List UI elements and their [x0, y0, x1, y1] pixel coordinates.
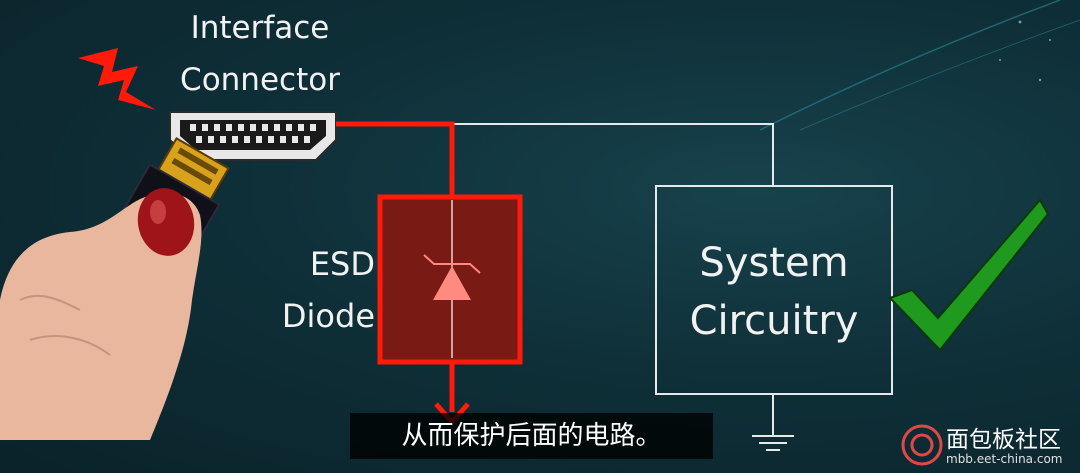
logo-icon [901, 424, 943, 466]
interface-label-line2: Connector [180, 62, 340, 98]
esd-diode-label: ESD Diode [255, 238, 375, 342]
checkmark-icon [888, 198, 1050, 352]
esd-current-path [336, 121, 455, 196]
background-streaks [759, 0, 1080, 131]
lightning-bolt-icon [78, 48, 156, 110]
hand-with-plug [0, 136, 230, 440]
esd-label-line1: ESD [309, 245, 375, 283]
system-circuitry-label: System Circuitry [655, 234, 893, 350]
esd-label-line2: Diode [281, 297, 375, 335]
tvs-diode-icon [423, 200, 481, 358]
interface-label-line1: Interface [190, 10, 330, 46]
interface-connector-label: Interface Connector [160, 2, 360, 106]
video-subtitle: 从而保护后面的电路。 [350, 413, 713, 459]
watermark-name: 面包板社区 [946, 427, 1061, 453]
system-label-line1: System [699, 240, 849, 286]
hdmi-port-icon [169, 111, 337, 161]
system-label-line2: Circuitry [689, 298, 859, 344]
system-wire [450, 123, 774, 186]
watermark-url: mbb.eet-china.com [946, 452, 1063, 466]
watermark: 面包板社区 mbb.eet-china.com [900, 420, 1078, 470]
ground-icon [752, 394, 794, 451]
